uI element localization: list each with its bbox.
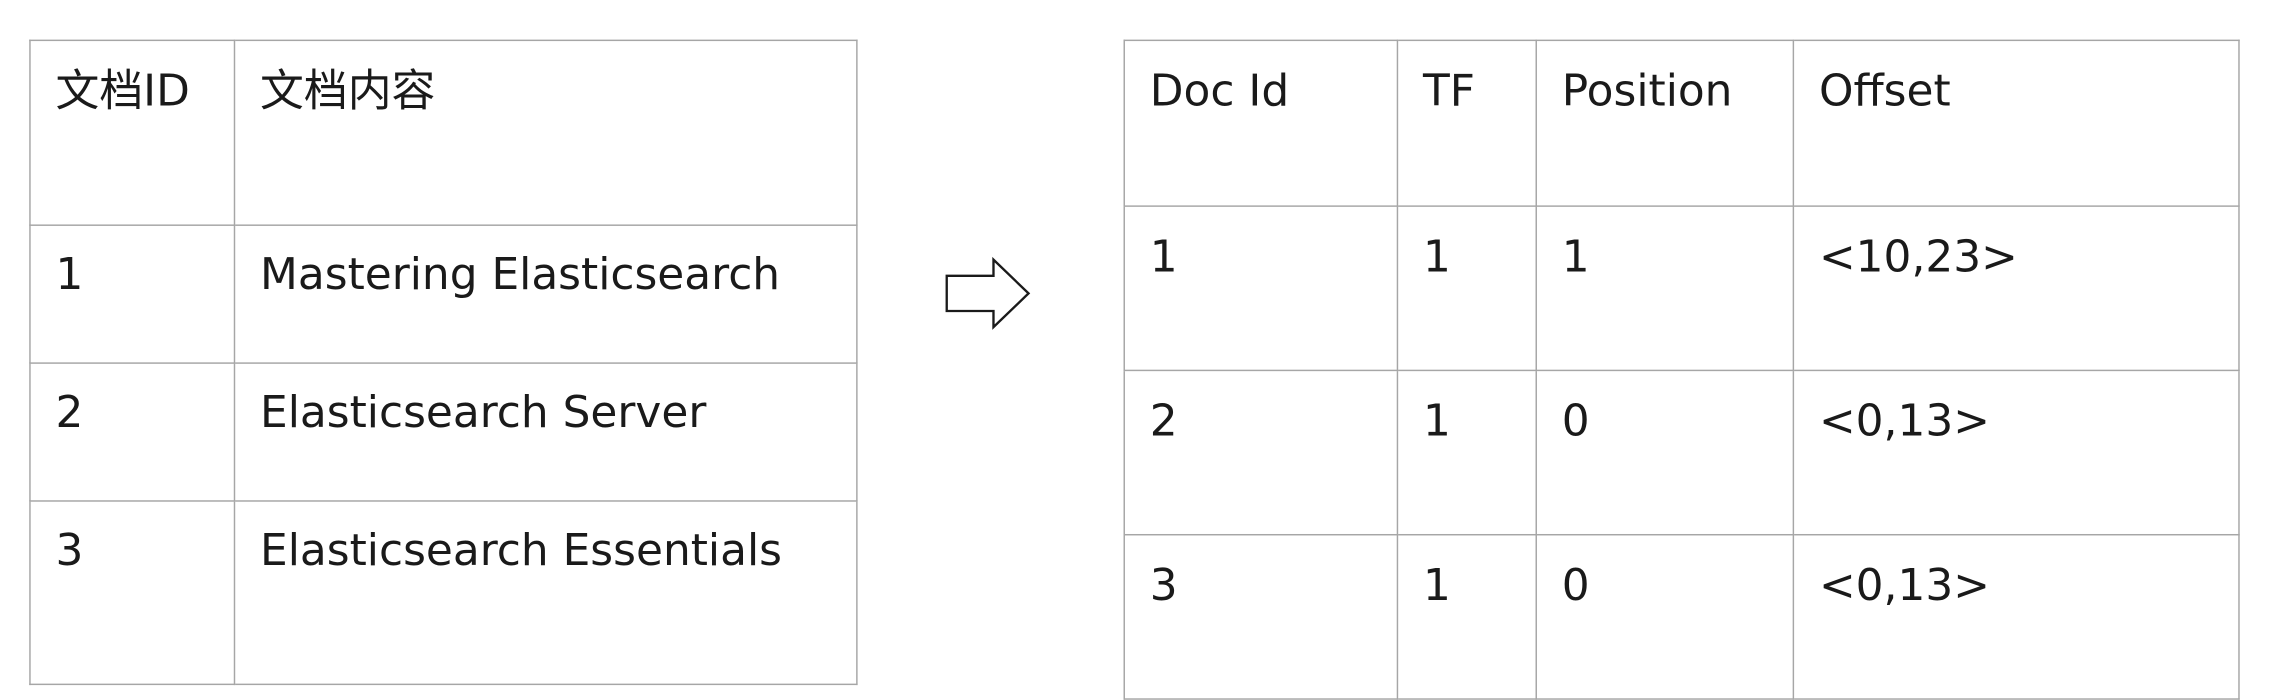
postings-table: Doc Id TF Position Offset 1 1 1 <10,23> … (1123, 39, 2240, 700)
diagram-stage: 文档ID 文档内容 1 Mastering Elasticsearch 2 El… (29, 39, 2240, 700)
postings-table-header-row: Doc Id TF Position Offset (1123, 39, 2240, 207)
document-table: 文档ID 文档内容 1 Mastering Elasticsearch 2 El… (29, 39, 858, 686)
cell-doc-content: Mastering Elasticsearch (233, 224, 858, 364)
document-table-header-row: 文档ID 文档内容 (29, 39, 858, 226)
cell-doc-id: 3 (1123, 533, 1399, 700)
header-doc-content: 文档内容 (233, 39, 858, 226)
header-tf: TF (1396, 39, 1537, 207)
table-row: 3 1 0 <0,13> (1123, 533, 2240, 700)
table-row: 1 1 1 <10,23> (1123, 205, 2240, 372)
cell-doc-id: 3 (29, 500, 236, 686)
cell-doc-content: Elasticsearch Essentials (233, 500, 858, 686)
cell-offset: <0,13> (1792, 533, 2240, 700)
header-doc-id: 文档ID (29, 39, 236, 226)
cell-doc-content: Elasticsearch Server (233, 362, 858, 502)
cell-position: 0 (1535, 369, 1795, 536)
cell-tf: 1 (1396, 205, 1537, 372)
cell-offset: <10,23> (1792, 205, 2240, 372)
cell-tf: 1 (1396, 369, 1537, 536)
cell-doc-id: 2 (29, 362, 236, 502)
table-row: 2 Elasticsearch Server (29, 362, 858, 502)
cell-position: 0 (1535, 533, 1795, 700)
header-position: Position (1535, 39, 1795, 207)
header-doc-id: Doc Id (1123, 39, 1399, 207)
cell-doc-id: 2 (1123, 369, 1399, 536)
cell-doc-id: 1 (29, 224, 236, 364)
cell-position: 1 (1535, 205, 1795, 372)
header-offset: Offset (1792, 39, 2240, 207)
table-row: 1 Mastering Elasticsearch (29, 224, 858, 364)
table-row: 3 Elasticsearch Essentials (29, 500, 858, 686)
cell-doc-id: 1 (1123, 205, 1399, 372)
table-row: 2 1 0 <0,13> (1123, 369, 2240, 536)
right-arrow-icon (945, 256, 1031, 330)
cell-tf: 1 (1396, 533, 1537, 700)
cell-offset: <0,13> (1792, 369, 2240, 536)
